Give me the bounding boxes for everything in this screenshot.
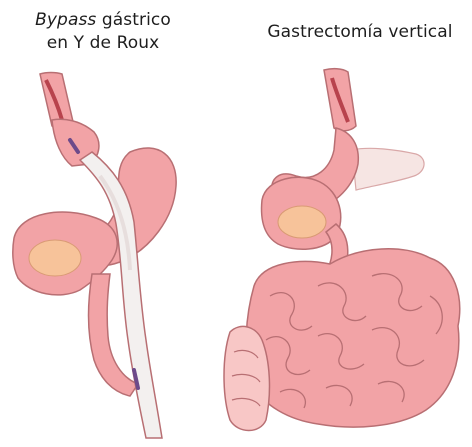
colon-segment: [224, 326, 269, 430]
small-intestine: [246, 249, 460, 427]
sleeve-pancreas: [278, 206, 326, 238]
sleeve-illustration: [224, 69, 460, 431]
removed-stomach: [352, 148, 424, 190]
bypass-illustration: [13, 73, 176, 439]
pancreas: [29, 240, 81, 276]
